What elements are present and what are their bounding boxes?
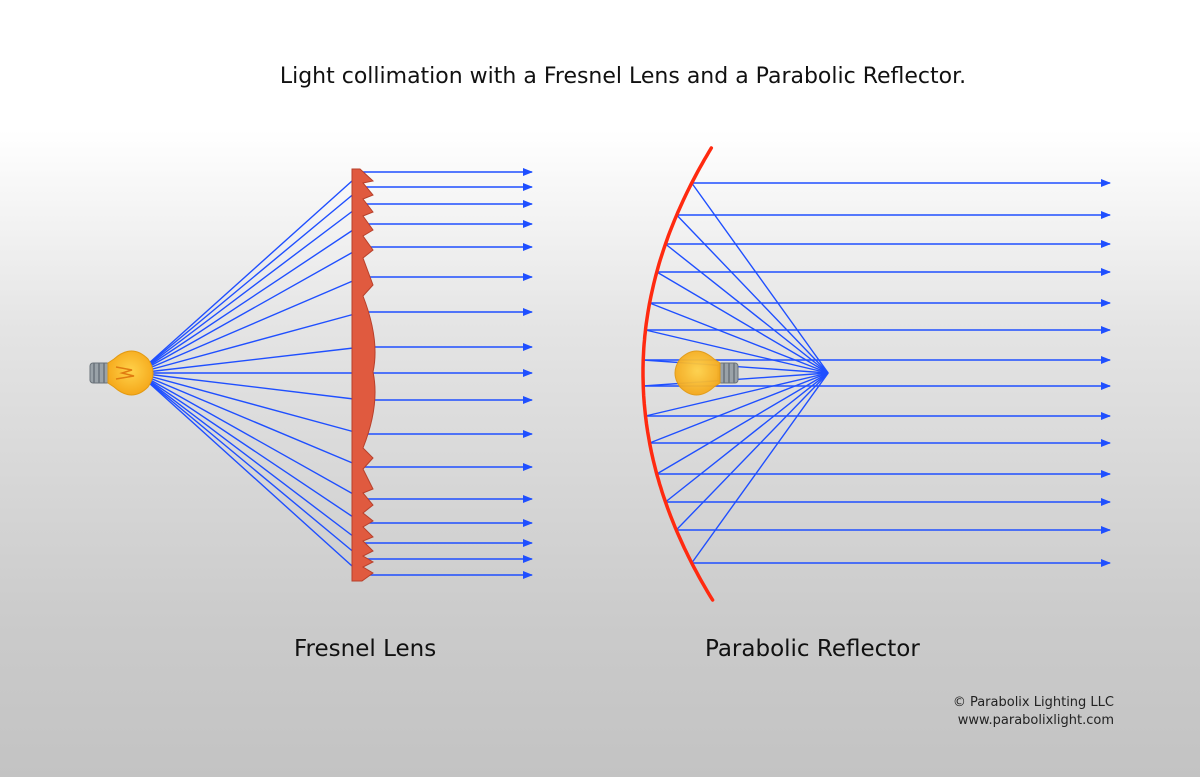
reflector-incident-ray xyxy=(675,372,829,531)
fresnel-lens xyxy=(351,168,376,582)
fresnel-rays xyxy=(137,168,533,579)
fresnel-incident-ray xyxy=(137,186,363,374)
fresnel-incident-ray xyxy=(137,246,363,374)
fresnel-lens-label: Fresnel Lens xyxy=(294,636,437,662)
light-bulb-icon xyxy=(89,350,154,396)
fresnel-incident-ray xyxy=(137,203,363,374)
fresnel-incident-ray xyxy=(137,276,363,374)
fresnel-incident-ray xyxy=(137,223,363,374)
fresnel-incident-ray xyxy=(137,372,363,524)
light-bulb-icon xyxy=(674,350,739,396)
copyright-text: © Parabolix Lighting LLC xyxy=(952,695,1114,710)
fresnel-incident-ray xyxy=(137,372,363,401)
diagram-title: Light collimation with a Fresnel Lens an… xyxy=(279,64,967,89)
reflector-incident-ray xyxy=(645,372,829,417)
reflector-incident-ray xyxy=(691,182,829,374)
reflector-incident-ray xyxy=(691,372,829,564)
reflector-incident-ray xyxy=(665,372,829,503)
fresnel-incident-ray xyxy=(137,372,363,500)
parabolic-reflector-label: Parabolic Reflector xyxy=(705,636,920,662)
website-text: www.parabolixlight.com xyxy=(957,713,1114,728)
fresnel-panel xyxy=(89,168,533,582)
reflector-incident-ray xyxy=(676,214,829,374)
fresnel-incident-ray xyxy=(137,171,363,374)
fresnel-incident-ray xyxy=(137,372,363,435)
parabolic-reflector xyxy=(641,146,715,602)
reflector-incident-ray xyxy=(656,271,829,374)
reflector-incident-ray xyxy=(665,243,829,374)
reflector-incident-ray xyxy=(649,302,829,374)
fresnel-incident-ray xyxy=(137,372,363,544)
parabolic-panel xyxy=(641,146,1111,602)
reflector-incident-ray xyxy=(656,372,829,475)
reflector-incident-ray xyxy=(645,329,829,374)
fresnel-incident-ray xyxy=(137,346,363,374)
reflector-incident-ray xyxy=(649,372,829,444)
credit-block: © Parabolix Lighting LLC www.parabolixli… xyxy=(953,694,1114,730)
fresnel-incident-ray xyxy=(137,372,363,576)
fresnel-incident-ray xyxy=(137,372,363,560)
parabolic-rays xyxy=(643,179,1111,567)
fresnel-incident-ray xyxy=(137,311,363,374)
fresnel-incident-ray xyxy=(137,372,363,468)
